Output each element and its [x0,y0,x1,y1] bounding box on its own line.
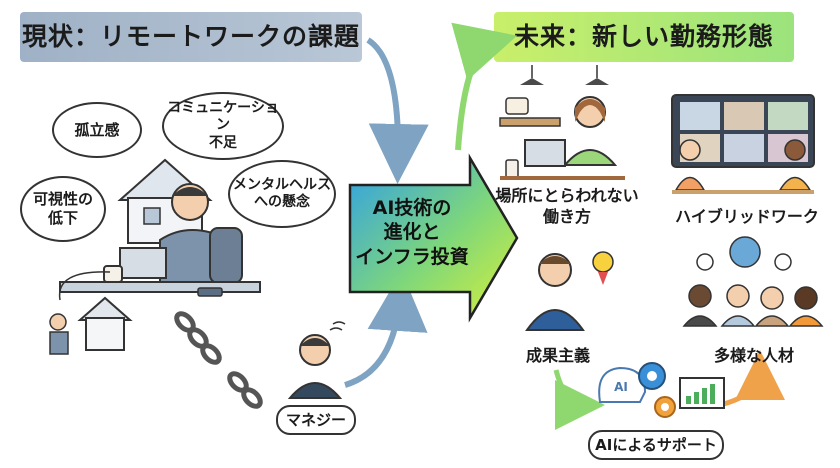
worried-worker-icon [159,183,243,286]
ai-support-label: AIによるサポート [588,430,724,460]
isolation-text: 孤立感 [74,120,120,139]
flow-arrow-results-to-ai [553,369,605,430]
businessman-trophy-icon [525,251,614,331]
manager-icon [287,321,346,399]
hybrid-work-label: ハイブリッドワーク [675,207,819,226]
mental-health-bubble: メンタルヘルス への懸念 [228,160,336,228]
flow-arrow-title-to-center [366,37,429,184]
remote-house-icon [49,271,133,355]
diverse-talent-label: 多様な人材 [713,346,794,365]
flow-arrow-center-to-future [451,22,518,151]
communication-bubble: コミュニケーション 不足 [162,92,284,160]
flow-arrow-manager-to-center [344,271,428,388]
video-conference-icon [671,94,815,194]
current-challenges-title: 現状：リモートワークの課題 [20,12,362,62]
ai-icon-text: AI [614,380,628,394]
location-free-label: 場所にとらわれない 働き方 [495,186,639,226]
cafe-worker-icon [499,65,625,180]
desk-icon [59,247,261,297]
visibility-text: 可視性の 低下 [32,190,93,227]
isolation-bubble: 孤立感 [52,102,142,158]
diverse-people-icon [682,236,824,327]
results-based-label: 成果主義 [525,346,590,365]
manager-label: マネジー [276,405,356,435]
future-work-title: 未来：新しい勤務形態 [494,12,794,62]
ai-head-icon [598,366,647,403]
visibility-bubble: 可視性の 低下 [20,176,106,242]
broken-chain-icon [174,311,263,409]
growth-chart-icon [679,377,725,409]
mental-health-text: メンタルヘルス への懸念 [233,176,331,211]
gear-icon [638,362,676,418]
communication-text: コミュニケーション 不足 [167,99,279,151]
central-arrow [348,153,519,323]
flow-arrow-ai-to-diversity [719,350,785,408]
central-arrow-text: AI技術の 進化と インフラ投資 [355,197,469,268]
